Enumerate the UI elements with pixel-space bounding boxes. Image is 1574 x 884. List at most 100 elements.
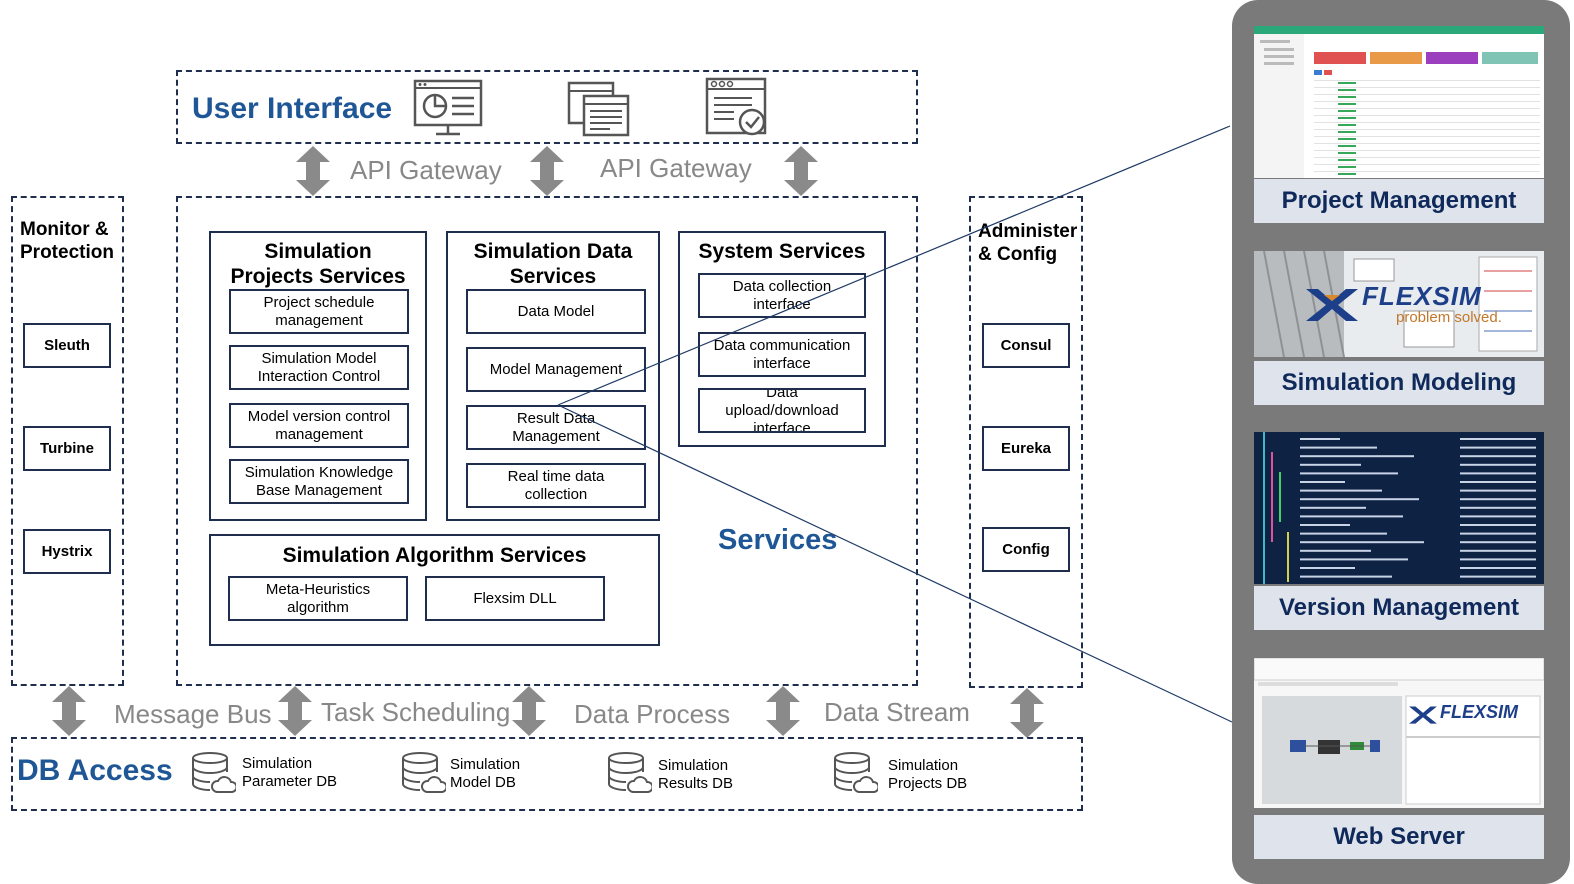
parameter-db-label: Simulation Parameter DB — [242, 755, 338, 790]
pm-row-progress — [1338, 89, 1356, 91]
pm-row-line — [1314, 157, 1540, 158]
api-gateway-label-1: API Gateway — [350, 155, 502, 185]
vm-row-message — [1300, 558, 1408, 561]
vm-row-message — [1300, 506, 1366, 509]
pm-row-line — [1314, 171, 1540, 172]
pm-row-progress — [1338, 159, 1356, 161]
simulation-algorithm-services-title: Simulation Algorithm Services — [282, 544, 587, 567]
checklist-window-icon — [705, 77, 767, 136]
projects-db-label: Simulation Projects DB — [888, 757, 968, 792]
web-server-caption: Web Server — [1254, 815, 1544, 859]
hystrix-box: Hystrix — [23, 529, 111, 574]
vm-row-date — [1460, 567, 1536, 569]
project-schedule-box: Project schedule management — [229, 289, 409, 334]
data-model-box: Data Model — [466, 289, 646, 334]
vm-row-message — [1300, 524, 1350, 526]
services-label: Services — [718, 524, 838, 556]
task-scheduling-label: Task Scheduling — [321, 697, 511, 727]
system-services-title: System Services — [698, 240, 866, 263]
model-version-box: Model version control management — [229, 403, 409, 448]
simulation-data-services-title: Simulation Data Services — [473, 240, 633, 288]
bus-arrow-1 — [52, 686, 86, 736]
vm-row-message — [1300, 438, 1340, 440]
pm-row-progress — [1338, 117, 1356, 119]
pm-row-progress — [1338, 103, 1356, 105]
bus-arrow-4 — [766, 686, 800, 736]
vm-row-message — [1300, 575, 1392, 578]
eureka-box: Eureka — [982, 426, 1070, 471]
flexsim-logo: FLEXSIM problem solved. — [1304, 279, 1512, 329]
pm-row-line — [1314, 101, 1540, 102]
simulation-modeling-caption: Simulation Modeling — [1254, 361, 1544, 405]
turbine-box: Turbine — [23, 426, 111, 471]
database-cloud-icon-2 — [402, 752, 446, 793]
pm-row-progress — [1338, 152, 1356, 154]
flexsim-brand: FLEXSIM — [1362, 281, 1482, 311]
pm-row-progress — [1338, 173, 1356, 175]
message-bus-label: Message Bus — [114, 699, 272, 729]
documents-icon — [567, 81, 630, 137]
result-data-box: Result Data Management — [466, 405, 646, 450]
pm-row-progress — [1338, 166, 1356, 168]
vm-row-date — [1460, 524, 1536, 526]
vm-row-date — [1460, 549, 1536, 552]
web-server-screenshot — [1254, 658, 1544, 808]
vm-row-date — [1460, 532, 1536, 535]
pm-row-progress — [1338, 124, 1356, 126]
consul-box: Consul — [982, 323, 1070, 368]
vm-row-message — [1300, 567, 1355, 569]
vm-row-message — [1300, 455, 1414, 458]
vm-row-message — [1300, 463, 1361, 466]
data-stream-label: Data Stream — [824, 697, 970, 727]
pm-row-progress — [1338, 131, 1356, 133]
pm-row-line — [1314, 122, 1540, 123]
pm-row-line — [1314, 164, 1540, 165]
pm-row-line — [1314, 143, 1540, 144]
bus-arrow-3 — [512, 686, 546, 736]
flexsim-tagline: problem solved. — [1396, 309, 1502, 326]
flexsim-x-icon — [1306, 289, 1358, 321]
simulation-projects-services-title: Simulation Projects Services — [230, 240, 406, 288]
vm-row-date — [1460, 463, 1536, 466]
bus-arrow-2 — [278, 686, 312, 736]
user-interface-band — [176, 70, 918, 144]
pm-row-line — [1314, 136, 1540, 137]
web-flexsim-logo: FLEXSIM — [1408, 700, 1528, 730]
vm-row-message — [1300, 549, 1371, 552]
model-db-label: Simulation Model DB — [450, 756, 521, 791]
pm-row-progress — [1338, 110, 1356, 112]
api-gateway-label-2: API Gateway — [600, 153, 752, 183]
vm-row-date — [1460, 455, 1536, 458]
vm-row-date — [1460, 446, 1536, 449]
pm-row-line — [1314, 94, 1540, 95]
dashboard-monitor-icon — [413, 79, 483, 136]
vm-row-message — [1300, 498, 1419, 501]
pm-row-progress — [1338, 138, 1356, 140]
data-upload-download-interface-box: Data upload/download interface — [698, 388, 866, 433]
knowledge-base-box: Simulation Knowledge Base Management — [229, 459, 409, 504]
project-management-screenshot — [1254, 26, 1544, 178]
model-interaction-box: Simulation Model Interaction Control — [229, 345, 409, 390]
data-communication-interface-box: Data communication interface — [698, 332, 866, 377]
real-time-data-box: Real time data collection — [466, 463, 646, 508]
monitor-protection-title: Monitor & Protection — [20, 219, 114, 263]
administer-config-title: Administer & Config — [978, 221, 1078, 265]
vm-row-date — [1460, 498, 1536, 501]
data-process-label: Data Process — [574, 699, 731, 729]
version-management-screenshot — [1254, 432, 1544, 584]
vm-row-message — [1300, 446, 1377, 449]
vm-row-date — [1460, 558, 1536, 561]
gateway-arrow-3 — [784, 146, 818, 196]
data-collection-interface-box: Data collection interface — [698, 273, 866, 318]
flexsim-dll-box: Flexsim DLL — [425, 576, 605, 621]
vm-row-date — [1460, 506, 1536, 509]
bus-arrow-5 — [1010, 688, 1044, 738]
pm-row-progress — [1338, 145, 1356, 147]
model-management-box: Model Management — [466, 347, 646, 392]
vm-row-message — [1300, 472, 1398, 475]
vm-row-date — [1460, 472, 1536, 475]
sleuth-box: Sleuth — [23, 323, 111, 368]
pm-row-line — [1314, 108, 1540, 109]
pm-row-progress — [1338, 96, 1356, 98]
results-db-label: Simulation Results DB — [658, 757, 734, 792]
